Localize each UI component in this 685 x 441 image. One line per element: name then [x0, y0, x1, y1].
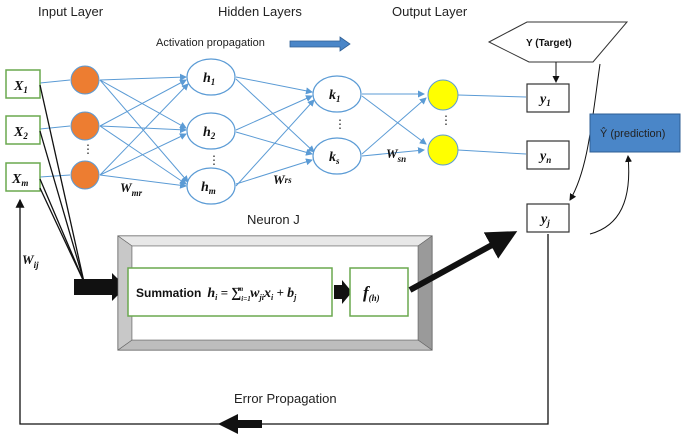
- svg-text:hm: hm: [201, 180, 216, 196]
- input-convergence-lines: [39, 84, 85, 283]
- target-diamond: Y (Target): [487, 21, 629, 63]
- activation-to-yj-arrow: [408, 231, 518, 293]
- hidden-neuron-ks: ks: [312, 137, 362, 175]
- svg-text:Y (Target): Y (Target): [526, 38, 572, 49]
- input-neuron-m: [70, 160, 100, 190]
- input-to-neuron-arrow-icon: [74, 273, 126, 301]
- svg-text:Xm: Xm: [11, 172, 28, 188]
- output-y1-box: y1: [526, 83, 570, 113]
- yj-to-prediction-arrow: [589, 155, 633, 235]
- input-hidden-connections: [99, 73, 189, 189]
- svg-text:y1: y1: [538, 92, 551, 108]
- input-x2-box: X2: [5, 115, 41, 145]
- output-layer-title: Output Layer: [392, 4, 468, 19]
- prediction-box: Ŷ (prediction): [589, 113, 681, 153]
- svg-text:yj: yj: [539, 212, 550, 228]
- hidden-neuron-hm: hm: [186, 167, 236, 205]
- weight-wsn-label: Wsn: [386, 146, 406, 164]
- hidden-neuron-h1: h1: [186, 58, 236, 96]
- hidden-output-connections: [361, 90, 427, 157]
- output-neuron-ellipsis: ⋮: [440, 113, 452, 127]
- activation-box: f(h): [349, 267, 409, 317]
- error-propagation-label: Error Propagation: [234, 391, 337, 406]
- hidden-hidden-connections: [235, 76, 315, 187]
- target-to-yj-arrow: [569, 63, 601, 201]
- input-layer-title: Input Layer: [38, 4, 104, 19]
- weight-wmr-label: Wmr: [120, 180, 143, 198]
- neuron-j-title: Neuron J: [247, 212, 300, 227]
- hidden-layers-title: Hidden Layers: [218, 4, 302, 19]
- svg-text:k1: k1: [329, 88, 341, 104]
- svg-text:X1: X1: [13, 79, 28, 95]
- input-xm-box: Xm: [5, 162, 41, 192]
- output-yn-box: yn: [526, 140, 570, 170]
- svg-text:h2: h2: [203, 125, 216, 141]
- output-neuron-n: [427, 134, 459, 166]
- input-box-connections: [39, 79, 71, 178]
- summation-to-activation-arrow-icon: [334, 280, 352, 304]
- input-x1-box: X1: [5, 69, 41, 99]
- input-neuron-2: [70, 111, 100, 141]
- hidden2-ellipsis: ⋮: [334, 117, 346, 131]
- error-propagation-loop: [15, 198, 549, 434]
- error-propagation-arrow-icon: [218, 414, 262, 434]
- output-neuron-1: [427, 79, 459, 111]
- hidden-neuron-h2: h2: [186, 112, 236, 150]
- hidden1-ellipsis: ⋮: [208, 153, 220, 167]
- svg-text:Ŷ (prediction): Ŷ (prediction): [600, 127, 665, 140]
- activation-arrow-icon: [289, 36, 351, 52]
- output-yj-box: yj: [526, 203, 570, 233]
- svg-text:X2: X2: [13, 125, 28, 141]
- svg-text:f(h): f(h): [363, 283, 380, 303]
- output-box-connections: [457, 94, 527, 155]
- svg-text:yn: yn: [538, 149, 551, 165]
- svg-text:ks: ks: [329, 150, 340, 166]
- weight-wij-label: Wij: [22, 252, 39, 270]
- hidden-neuron-k1: k1: [312, 75, 362, 113]
- input-neuron-ellipsis: ⋮: [82, 142, 94, 156]
- svg-text:h1: h1: [203, 71, 215, 87]
- input-neuron-1: [70, 65, 100, 95]
- activation-propagation-label: Activation propagation: [156, 37, 265, 49]
- weight-wrs-label: Wrs: [273, 172, 292, 187]
